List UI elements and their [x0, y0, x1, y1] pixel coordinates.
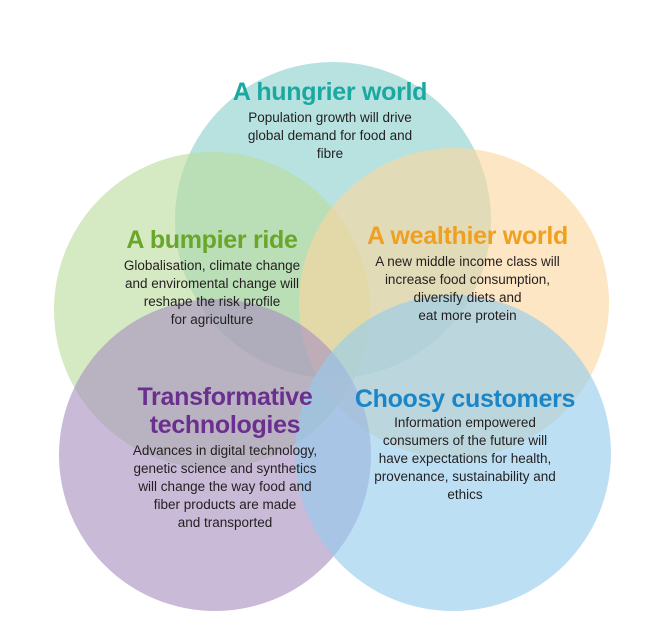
circle-choosy-customers: [295, 295, 611, 611]
wealthier-world-block: A wealthier world A new middle income cl…: [320, 222, 615, 325]
bumpier-ride-title: A bumpier ride: [126, 226, 298, 254]
transformative-technologies-line-1: Advances in digital technology,: [132, 443, 318, 458]
circle-transformative-technologies: [59, 299, 371, 611]
choosy-customers-line-5: ethics: [447, 487, 483, 502]
wealthier-world-line-2: increase food consumption,: [384, 272, 551, 287]
bumpier-ride-line-3: reshape the risk profile: [143, 294, 281, 309]
hungrier-world-block: A hungrier world Population growth will …: [180, 78, 480, 163]
bumpier-ride-block: A bumpier ride Globalisation, climate ch…: [82, 226, 342, 329]
hungrier-world-description: Population growth will drive global dema…: [180, 109, 480, 163]
bumpier-ride-line-1: Globalisation, climate change: [123, 258, 301, 273]
bumpier-ride-description: Globalisation, climate change and enviro…: [82, 257, 342, 329]
bumpier-ride-line-2: and enviromental change will: [124, 276, 300, 291]
transformative-technologies-description: Advances in digital technology, genetic …: [100, 442, 350, 532]
wealthier-world-title: A wealthier world: [367, 222, 568, 250]
wealthier-world-description: A new middle income class will increase …: [320, 253, 615, 325]
transformative-technologies-title: Transformative technologies: [100, 383, 350, 439]
choosy-customers-line-1: Information empowered: [394, 415, 536, 430]
hungrier-world-title: A hungrier world: [232, 78, 428, 106]
transformative-technologies-line-4: fiber products are made: [153, 497, 297, 512]
transformative-technologies-block: Transformative technologies Advances in …: [100, 383, 350, 532]
wealthier-world-line-1: A new middle income class will: [375, 254, 560, 269]
choosy-customers-line-3: have expectations for health,: [378, 451, 552, 466]
transformative-technologies-line-3: will change the way food and: [138, 479, 312, 494]
wealthier-world-line-3: diversify diets and: [413, 290, 522, 305]
choosy-customers-line-2: consumers of the future will: [382, 433, 548, 448]
transformative-technologies-title-line-1: Transformative: [137, 383, 313, 411]
transformative-technologies-line-2: genetic science and synthetics: [133, 461, 317, 476]
choosy-customers-line-4: provenance, sustainability and: [374, 469, 556, 484]
transformative-technologies-line-5: and transported: [177, 515, 273, 530]
choosy-customers-block: Choosy customers Information empowered c…: [330, 385, 600, 504]
hungrier-world-line-2: global demand for food and: [247, 128, 413, 143]
hungrier-world-line-3: fibre: [316, 146, 344, 161]
transformative-technologies-title-line-2: technologies: [149, 411, 301, 439]
choosy-customers-title: Choosy customers: [354, 385, 576, 413]
hungrier-world-line-1: Population growth will drive: [248, 110, 412, 125]
choosy-customers-description: Information empowered consumers of the f…: [330, 414, 600, 504]
wealthier-world-line-4: eat more protein: [418, 308, 517, 323]
bumpier-ride-line-4: for agriculture: [170, 312, 254, 327]
